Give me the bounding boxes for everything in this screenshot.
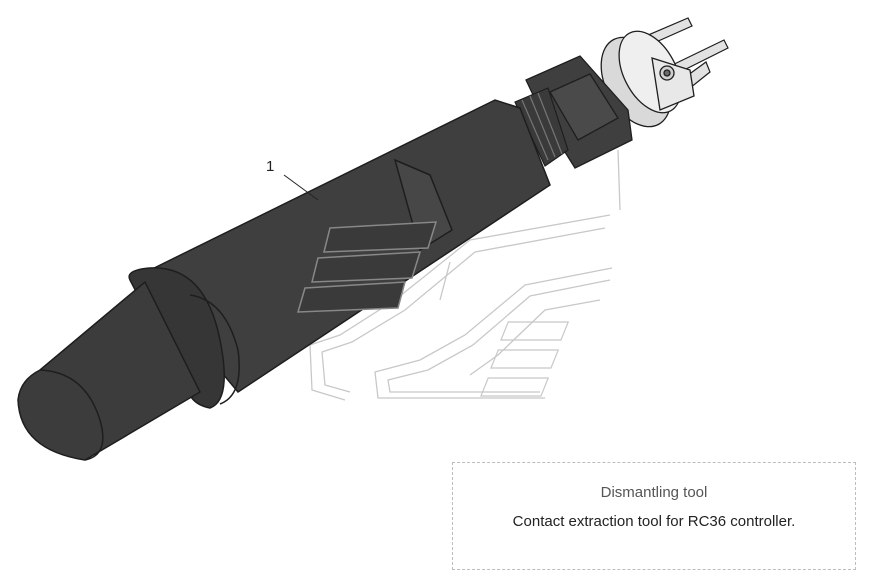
callout-number: 1 bbox=[266, 158, 275, 175]
caption-box: Dismantling tool Contact extraction tool… bbox=[452, 462, 856, 570]
handle-body bbox=[17, 99, 551, 461]
watermark-logo bbox=[309, 149, 621, 401]
callout-leader bbox=[283, 174, 319, 201]
caption-title: Dismantling tool bbox=[600, 484, 708, 501]
caption-description: Contact extraction tool for RC36 control… bbox=[512, 513, 796, 530]
